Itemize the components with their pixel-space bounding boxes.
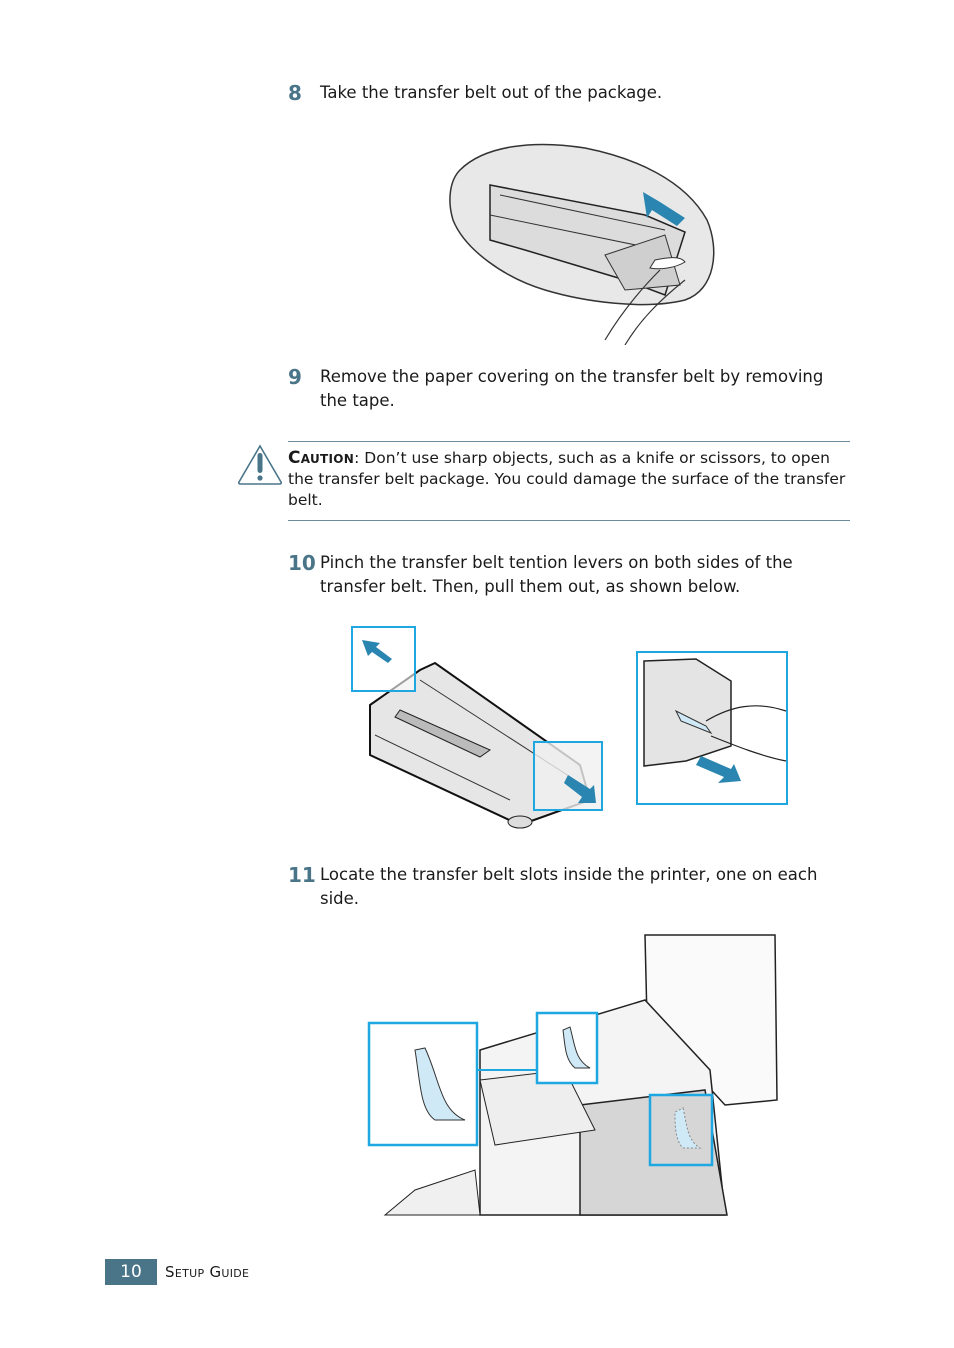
step-text: Pinch the transfer belt tention levers o… bbox=[320, 553, 793, 596]
step-number: 8 bbox=[288, 81, 302, 105]
step-8: 8 Take the transfer belt out of the pack… bbox=[288, 81, 850, 105]
step-text: Locate the transfer belt slots inside th… bbox=[320, 865, 818, 908]
caution-body: : Don’t use sharp objects, such as a kni… bbox=[288, 449, 846, 509]
step-number: 9 bbox=[288, 365, 302, 389]
step-9: 9 Remove the paper covering on the trans… bbox=[288, 365, 850, 413]
step-number: 10 bbox=[288, 551, 316, 575]
caution-text: Caution: Don’t use sharp objects, such a… bbox=[288, 442, 850, 511]
caution-title: Caution bbox=[288, 448, 355, 468]
warning-icon bbox=[237, 444, 283, 485]
figure-belt-in-package bbox=[449, 143, 715, 345]
step-text: Take the transfer belt out of the packag… bbox=[320, 83, 663, 102]
caution-box: Caution: Don’t use sharp objects, such a… bbox=[288, 441, 850, 521]
footer-title: Setup Guide bbox=[165, 1263, 250, 1281]
step-10: 10 Pinch the transfer belt tention lever… bbox=[288, 551, 850, 599]
page-number: 10 bbox=[105, 1259, 157, 1285]
step-text: Remove the paper covering on the transfe… bbox=[320, 367, 824, 410]
step-11: 11 Locate the transfer belt slots inside… bbox=[288, 863, 850, 911]
figure-printer-slots bbox=[367, 934, 778, 1216]
figure-belt-levers bbox=[351, 626, 603, 829]
figure-lever-closeup bbox=[636, 651, 788, 805]
step-number: 11 bbox=[288, 863, 316, 887]
